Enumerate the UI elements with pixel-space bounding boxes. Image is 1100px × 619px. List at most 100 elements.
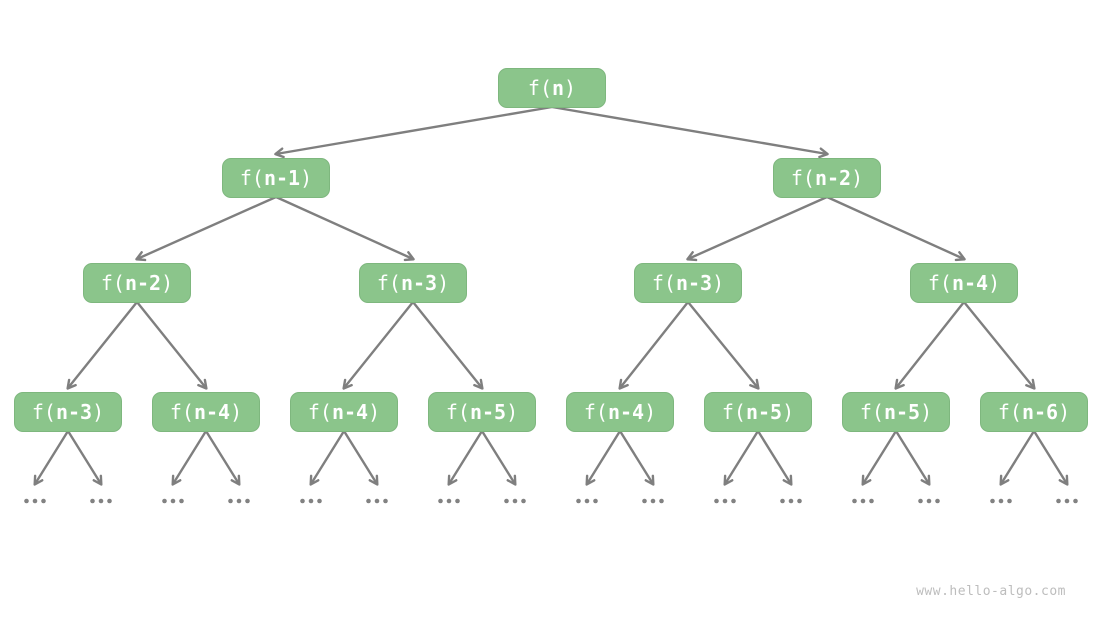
node-label-pre: f( (307, 399, 332, 424)
node-label-arg: n-5 (469, 399, 507, 424)
edge-l2-0-l3-1 (135, 300, 208, 390)
ellipsis-dot (918, 498, 923, 504)
node-label-arg: n-4 (607, 399, 645, 424)
node-label-pre: f( (527, 75, 552, 100)
node-label-pre: f( (859, 399, 884, 424)
node-label-pre: f( (445, 399, 470, 424)
node-label-arg: n-5 (745, 399, 783, 424)
ellipsis-dot (935, 498, 940, 504)
ellipsis-dot (990, 498, 995, 504)
ellipsis-dot (584, 498, 590, 504)
node-label-post: ) (988, 270, 1001, 295)
ellipsis-dot (455, 498, 460, 504)
edge-l2-1-l3-3 (411, 300, 484, 390)
ellipsis-dots (24, 498, 46, 504)
ellipsis-dot (179, 498, 184, 504)
ellipsis-dot (228, 498, 233, 504)
ellipsis-dot (1064, 498, 1070, 504)
ellipsis-dot (512, 498, 518, 504)
node-label-post: ) (564, 75, 577, 100)
edge-l3-5-ellipsis-left (723, 429, 760, 486)
ellipsis-dot (593, 498, 598, 504)
edge-l3-6-ellipsis-left (861, 429, 898, 486)
node-label-pre: f( (100, 270, 125, 295)
tree-node-l2-1: f(n-3) (359, 263, 467, 303)
tree-node-l3-6: f(n-5) (842, 392, 950, 432)
ellipsis-dot (236, 498, 242, 504)
tree-node-l3-1: f(n-4) (152, 392, 260, 432)
ellipsis-dots (228, 498, 250, 504)
ellipsis-dot (107, 498, 112, 504)
node-label-arg: n-2 (814, 165, 852, 190)
ellipsis-dot (1007, 498, 1012, 504)
ellipsis-dots (918, 498, 940, 504)
tree-node-l1-0: f(n-1) (222, 158, 330, 198)
ellipsis-dots (504, 498, 526, 504)
ellipsis-dot (926, 498, 932, 504)
edge-l2-2-l3-4 (618, 300, 690, 390)
node-label-post: ) (712, 270, 725, 295)
ellipsis-dot (860, 498, 866, 504)
edge-l2-2-l3-5 (686, 300, 760, 390)
edge-l3-7-ellipsis-right (1032, 429, 1069, 486)
ellipsis-dot (504, 498, 509, 504)
node-label-post: ) (851, 165, 864, 190)
ellipsis-dot (170, 498, 176, 504)
node-label-arg: n-6 (1021, 399, 1059, 424)
ellipsis-dot (852, 498, 857, 504)
ellipsis-dots (162, 498, 184, 504)
tree-node-l2-3: f(n-4) (910, 263, 1018, 303)
ellipsis-dots (300, 498, 322, 504)
ellipsis-dot (780, 498, 785, 504)
edge-l3-1-ellipsis-left (171, 429, 208, 486)
ellipsis-dot (90, 498, 95, 504)
ellipsis-dots (642, 498, 664, 504)
edge-l2-0-l3-0 (66, 300, 139, 390)
node-label-pre: f( (997, 399, 1022, 424)
node-label-arg: n-3 (55, 399, 93, 424)
ellipsis-dot (98, 498, 104, 504)
tree-node-l1-1: f(n-2) (773, 158, 881, 198)
edge-l3-2-ellipsis-right (342, 429, 379, 486)
node-label-arg: n-4 (951, 270, 989, 295)
ellipsis-dot (576, 498, 581, 504)
tree-node-l2-0: f(n-2) (83, 263, 191, 303)
node-label-arg: n-5 (883, 399, 921, 424)
node-label-pre: f( (583, 399, 608, 424)
ellipsis-dot (1073, 498, 1078, 504)
node-label-pre: f( (651, 270, 676, 295)
node-label-arg: n-4 (331, 399, 369, 424)
edge-l3-4-ellipsis-left (585, 429, 622, 486)
edge-l1-1-l2-3 (825, 195, 966, 262)
edge-l3-0-ellipsis-right (66, 429, 103, 486)
edge-l3-4-ellipsis-right (618, 429, 655, 486)
node-label-post: ) (782, 399, 795, 424)
node-label-arg: n-1 (263, 165, 301, 190)
node-label-post: ) (1058, 399, 1071, 424)
ellipsis-dot (308, 498, 314, 504)
node-label-post: ) (506, 399, 519, 424)
node-label-post: ) (230, 399, 243, 424)
ellipsis-dot (731, 498, 736, 504)
tree-node-root: f(n) (498, 68, 606, 108)
node-label-post: ) (437, 270, 450, 295)
ellipsis-dot (722, 498, 728, 504)
ellipsis-dot (245, 498, 250, 504)
node-label-post: ) (644, 399, 657, 424)
ellipsis-dots (714, 498, 736, 504)
tree-node-l3-7: f(n-6) (980, 392, 1088, 432)
edge-l3-3-ellipsis-right (480, 429, 517, 486)
tree-node-l3-2: f(n-4) (290, 392, 398, 432)
ellipsis-dot (642, 498, 647, 504)
node-label-arg: n-4 (193, 399, 231, 424)
node-label-post: ) (368, 399, 381, 424)
ellipsis-dot (41, 498, 46, 504)
ellipsis-dot (714, 498, 719, 504)
ellipsis-dot (383, 498, 388, 504)
edge-l3-3-ellipsis-left (447, 429, 484, 486)
edge-l1-0-l2-0 (135, 195, 278, 262)
ellipsis-dot (300, 498, 305, 504)
edge-l3-1-ellipsis-right (204, 429, 241, 486)
